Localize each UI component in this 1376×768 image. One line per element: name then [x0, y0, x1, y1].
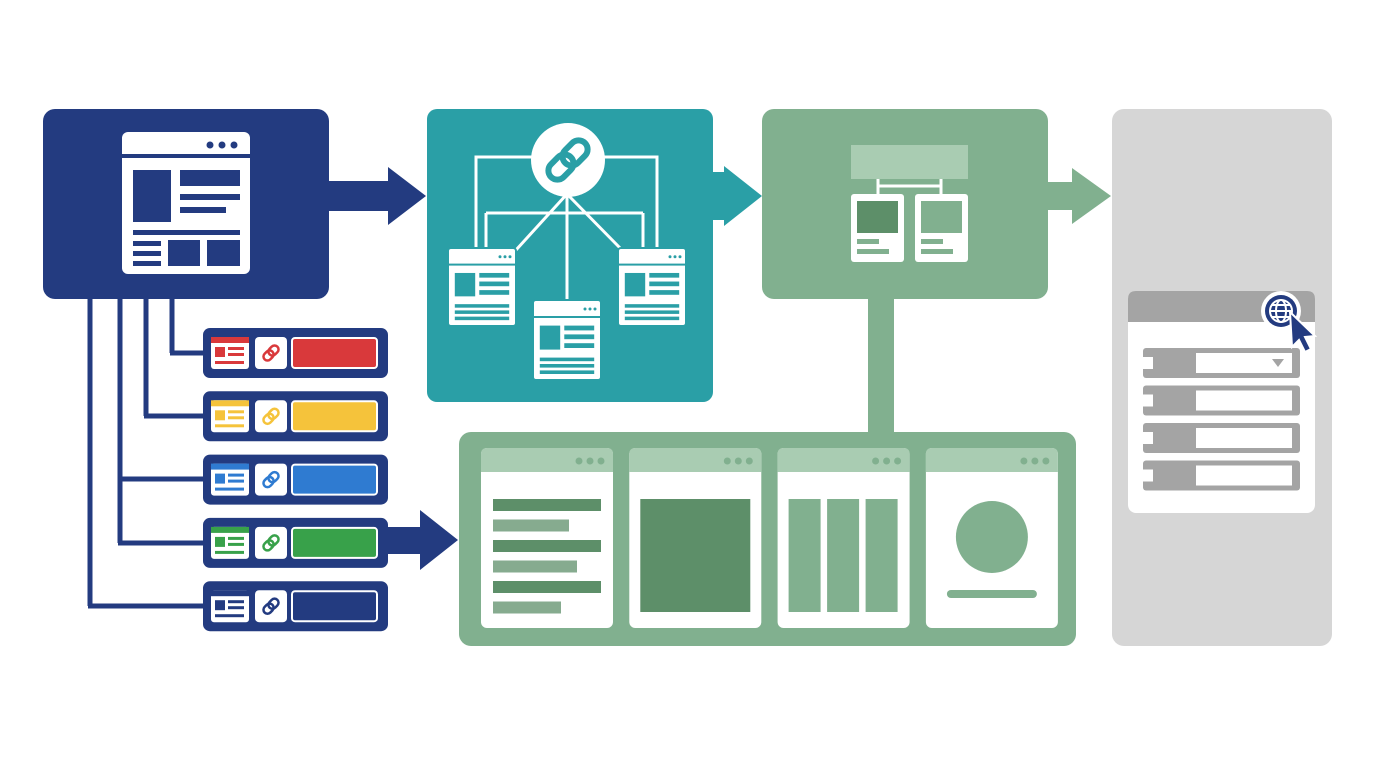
- chain-link-icon: [255, 400, 287, 433]
- layout-gallery-box: [459, 432, 1076, 646]
- link-row-page-icon: [211, 526, 249, 559]
- link-row-color-bar: [291, 590, 378, 623]
- connectors: [87, 296, 894, 609]
- chain-link-icon: [255, 337, 287, 369]
- chain-link-icon: [255, 590, 287, 623]
- link-row-page-icon: [211, 400, 249, 433]
- link-row-color-bar: [291, 526, 378, 559]
- link-row-color-bar: [291, 463, 378, 496]
- chain-link-icon: [531, 123, 605, 197]
- hierarchy-gallery-connector: [868, 296, 894, 436]
- hub-page-icon-left: [447, 247, 517, 327]
- org-chart-icon: [851, 145, 968, 262]
- link-hub-box: [427, 109, 713, 402]
- arrows: [328, 166, 1111, 570]
- arrow-hub-to-hierarchy: [712, 166, 762, 226]
- source-page-node: [43, 109, 329, 299]
- chain-link-icon: [255, 526, 287, 559]
- layout-card-text-lines: [481, 448, 613, 628]
- link-row-1: [203, 328, 388, 378]
- hub-page-icons: [447, 247, 687, 381]
- cursor-arrow-icon: [1288, 309, 1318, 354]
- link-row-4: [203, 517, 388, 568]
- link-rows: [203, 328, 388, 632]
- link-hub-node: [427, 109, 713, 402]
- link-row-color-bar: [291, 400, 378, 433]
- browser-row-field: [1143, 385, 1300, 416]
- layout-thumbnails-icon: [481, 448, 1058, 628]
- layout-card-columns: [777, 448, 910, 628]
- hub-page-icon-right: [617, 247, 687, 327]
- link-row-2: [203, 391, 388, 442]
- webpage-icon: [122, 132, 250, 274]
- browser-form-rows: [1143, 348, 1300, 491]
- arrow-source-to-hub: [328, 167, 426, 225]
- link-row-5: [203, 581, 388, 632]
- link-row-page-icon: [211, 590, 249, 623]
- browser-row-dropdown: [1143, 348, 1300, 378]
- browser-row-field: [1143, 423, 1300, 453]
- layout-card-circle-media: [925, 448, 1058, 628]
- arrow-hierarchy-to-browser: [1047, 168, 1111, 224]
- link-row-3: [203, 454, 388, 505]
- link-row-color-bar: [291, 337, 378, 369]
- hierarchy-node: [762, 109, 1048, 299]
- layout-gallery-node: [459, 432, 1076, 646]
- arrow-links-to-gallery: [386, 510, 458, 570]
- hub-page-icon-center: [532, 299, 602, 381]
- link-row-page-icon: [211, 337, 249, 369]
- layout-card-image-block: [629, 448, 762, 628]
- link-row-page-icon: [211, 463, 249, 496]
- chain-link-icon: [255, 463, 287, 496]
- hierarchy-box: [762, 109, 1048, 299]
- browser-row-field: [1143, 460, 1300, 491]
- hub-tree-lines: [474, 155, 659, 302]
- dropdown-arrow-icon: [1272, 359, 1284, 367]
- globe-cursor-icon: [1261, 291, 1318, 354]
- browser-panel-node: [1112, 109, 1332, 646]
